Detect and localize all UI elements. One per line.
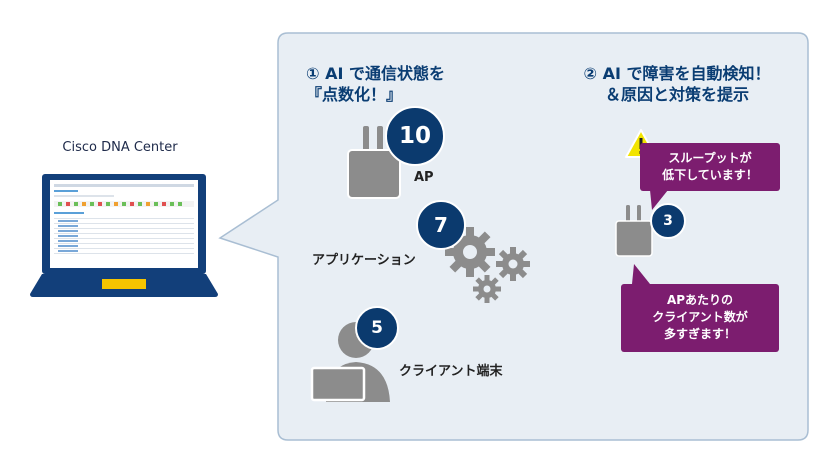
laptop-title: Cisco DNA Center: [62, 140, 178, 155]
section1-heading-line2: 『点数化！』: [306, 85, 403, 104]
client-label: クライアント端末: [399, 364, 503, 379]
throughput-alert-line2: 低下しています！: [662, 168, 758, 182]
section2-heading-line2: ＆原因と対策を提示: [604, 85, 749, 104]
access-point-icon: [615, 205, 653, 257]
ap-score-badge: 10: [385, 106, 445, 166]
client-count-alert-line2: クライアント数が: [652, 310, 748, 324]
client-score-badge: 5: [355, 306, 399, 350]
section2-heading-line1: ② AI で障害を自動検知！: [583, 64, 771, 83]
client-count-alert: APあたりの クライアント数が 多すぎます！: [621, 284, 779, 352]
section1-heading: ① AI で通信状態を 『点数化！』: [306, 63, 526, 105]
section1-heading-line1: ① AI で通信状態を: [306, 64, 446, 83]
ap-label: AP: [414, 170, 434, 185]
access-point-icon: [347, 126, 401, 199]
throughput-alert-line1: スループットが: [668, 151, 752, 165]
client-count-alert-line1: APあたりの: [666, 293, 734, 307]
gear-icon: [445, 227, 530, 303]
client-count-alert-line3: 多すぎます！: [663, 327, 736, 341]
laptop-icon: [30, 174, 218, 297]
section2-heading: ② AI で障害を自動検知！ ＆原因と対策を提示: [552, 63, 802, 105]
alert-pointers: [632, 190, 668, 284]
throughput-alert: スループットが 低下しています！: [640, 143, 780, 191]
application-label: アプリケーション: [312, 253, 416, 268]
incident-ap-score-badge: 3: [650, 203, 686, 239]
application-score-badge: 7: [416, 200, 466, 250]
user-with-laptop-icon: [310, 322, 390, 402]
